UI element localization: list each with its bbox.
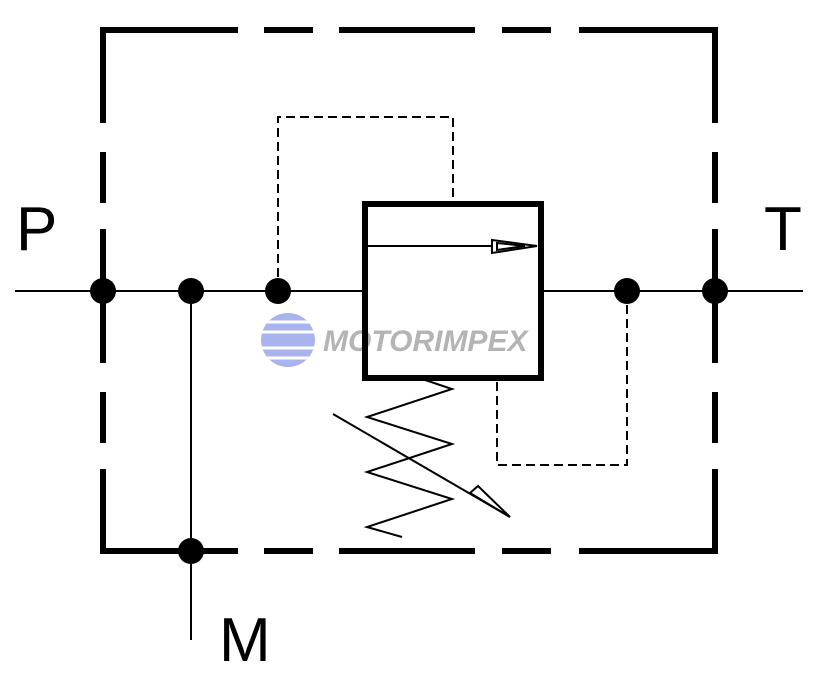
port-label-t: T xyxy=(764,195,802,264)
watermark-text: MOTORIMPEX xyxy=(323,325,529,358)
port-label-p: P xyxy=(16,195,57,264)
port-label-m: M xyxy=(219,606,271,675)
adjustable-arrow-icon xyxy=(332,413,511,518)
pilot-lines xyxy=(277,116,628,466)
valve-envelope xyxy=(100,27,718,554)
globe-icon xyxy=(258,313,318,367)
watermark-logo: MOTORIMPEX xyxy=(258,313,529,367)
valve-body xyxy=(362,201,544,381)
flow-arrow-icon xyxy=(368,238,538,255)
junction-dots xyxy=(90,278,728,564)
